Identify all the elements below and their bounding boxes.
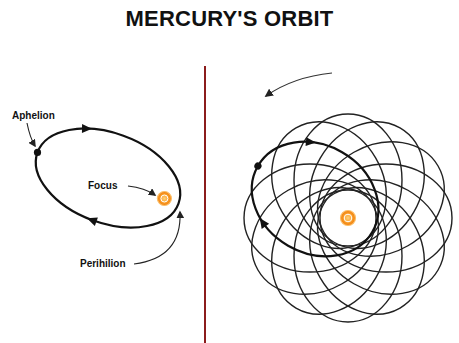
callout-label: Focus (88, 180, 117, 191)
divider-line (204, 66, 206, 343)
leader-line (134, 212, 180, 264)
callout-label: Aphelion (12, 110, 55, 121)
rotation-arrow (266, 73, 332, 96)
orbit-ellipse (22, 110, 194, 246)
precession-rosette (228, 101, 459, 335)
direction-arrow (85, 214, 97, 226)
callout-label: Perihilion (80, 258, 126, 269)
sun-symbol (157, 192, 171, 206)
leader-line (128, 186, 155, 195)
diagram-title: MERCURY'S ORBIT (126, 6, 334, 32)
leader-line (27, 123, 35, 146)
planet-dot (34, 149, 41, 156)
direction-arrow (82, 124, 92, 133)
